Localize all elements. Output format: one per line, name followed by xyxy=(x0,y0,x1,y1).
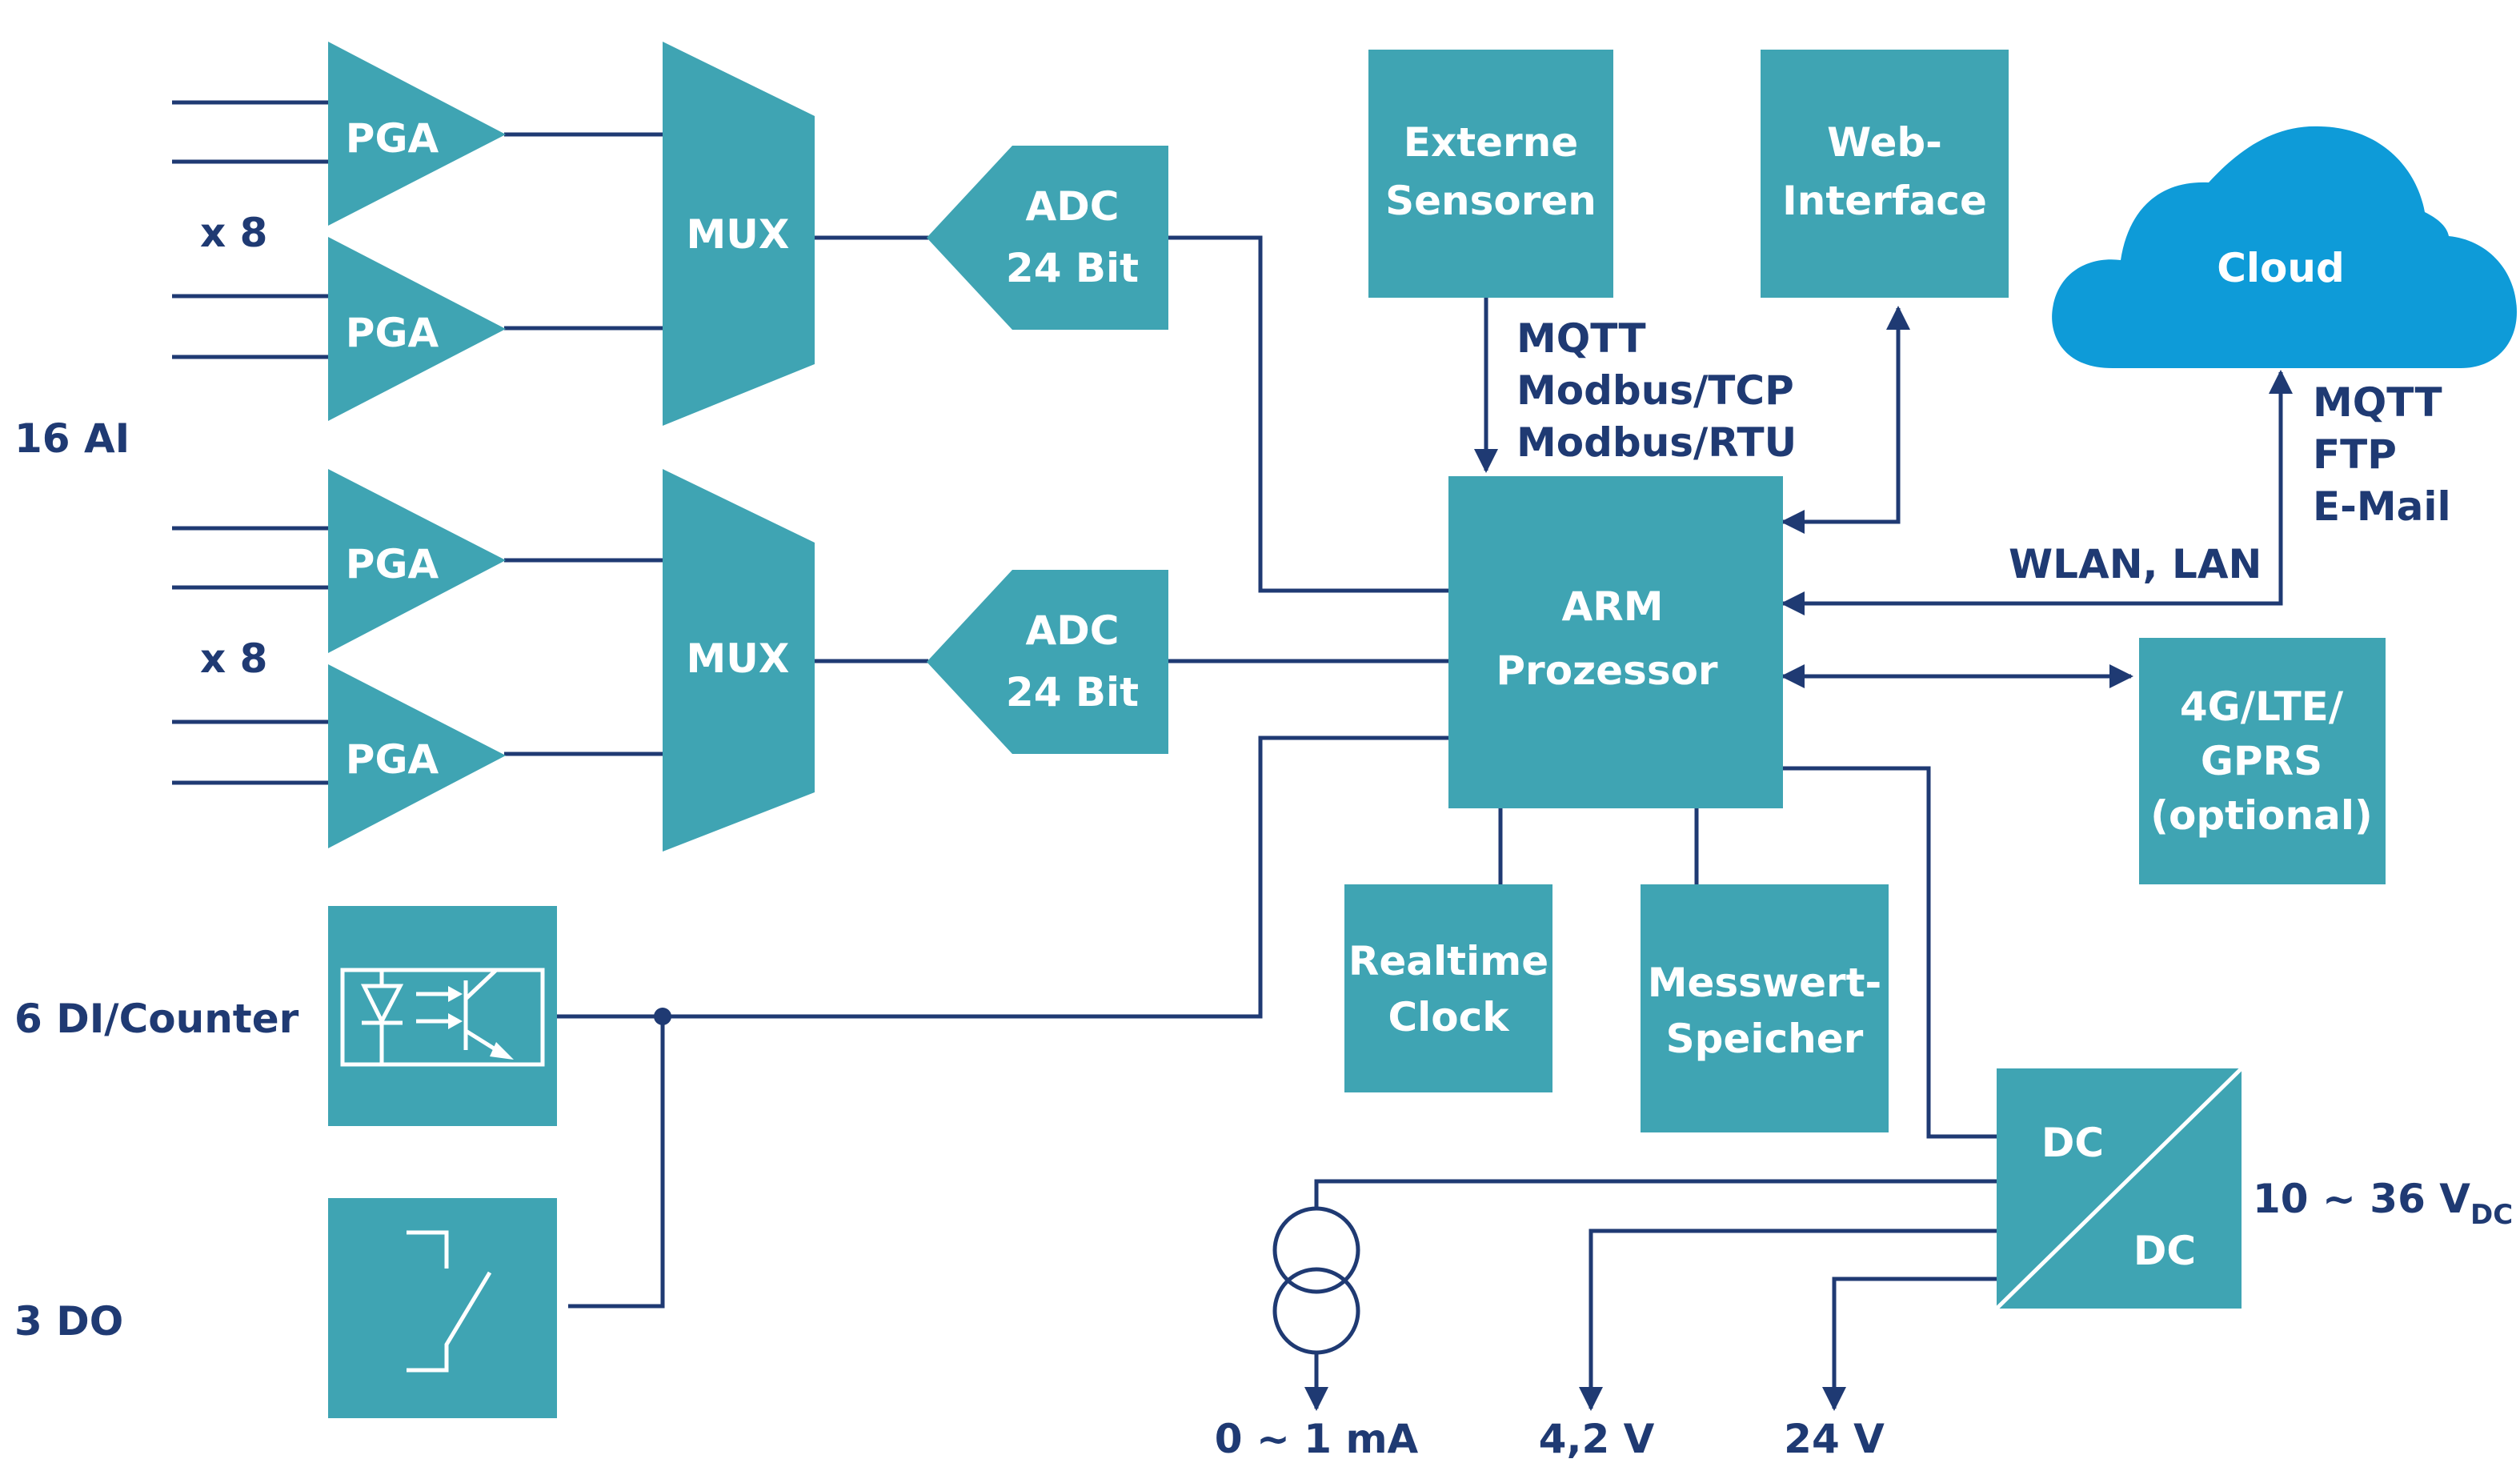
mux-block-1: MUX xyxy=(663,42,815,426)
pga-label: PGA xyxy=(346,310,439,356)
lte-label-line3: (optional) xyxy=(2150,792,2373,839)
dcdc-42v-arrow xyxy=(1579,1229,1997,1411)
di-arm-wire xyxy=(556,736,1448,1019)
supply-voltage-subscript: DC xyxy=(2470,1199,2513,1231)
do-bus-wire xyxy=(568,1016,665,1309)
lte-label-line2: GPRS xyxy=(2201,738,2322,784)
sensors-protocol-1: MQTT xyxy=(1516,315,1646,362)
mem-label-line1: Messwert- xyxy=(1648,960,1882,1006)
arm-dcdc-wire xyxy=(1783,766,1997,1139)
arm-processor-block: ARM Prozessor xyxy=(1448,476,1783,808)
cloud-icon xyxy=(2052,126,2517,368)
adc-block-1: ADC 24 Bit xyxy=(927,146,1168,330)
current-output-label: 0 ~ 1 mA xyxy=(1215,1416,1419,1462)
dcdc-in-label: DC xyxy=(2041,1120,2104,1166)
voltage-42-label: 4,2 V xyxy=(1539,1416,1655,1462)
sensors-label-line1: Externe xyxy=(1404,119,1578,166)
dcdc-converter-block: DC DC xyxy=(1995,1067,2243,1310)
pga-mux-wires xyxy=(504,132,664,756)
adc-label: ADC xyxy=(1026,607,1120,654)
realtime-clock-block: Realtime Clock xyxy=(1344,884,1552,1092)
pga-label: PGA xyxy=(346,736,439,783)
pga-block-1: PGA xyxy=(328,42,506,226)
adc-bits-label: 24 Bit xyxy=(1006,669,1139,715)
adc-label: ADC xyxy=(1026,183,1120,230)
multiplier-label-2: x 8 xyxy=(200,635,267,682)
lte-module-block: 4G/LTE/ GPRS (optional) xyxy=(2139,638,2386,884)
web-label-line1: Web- xyxy=(1827,119,1942,166)
analog-input-wires xyxy=(172,100,328,785)
mux-label: MUX xyxy=(687,635,790,682)
mux-label: MUX xyxy=(687,211,790,258)
web-label-line2: Interface xyxy=(1782,178,1987,224)
pga-block-4: PGA xyxy=(328,664,506,848)
arm-cloud-arrow xyxy=(1781,370,2293,615)
lte-label-line1: 4G/LTE/ xyxy=(2180,683,2344,730)
cloud-block: Cloud xyxy=(2052,126,2517,368)
sensors-protocol-3: Modbus/RTU xyxy=(1516,419,1797,466)
web-interface-block: Web- Interface xyxy=(1761,50,2009,298)
sensors-protocol-2: Modbus/TCP xyxy=(1516,367,1794,414)
pga-block-3: PGA xyxy=(328,469,506,653)
adc-bits-label: 24 Bit xyxy=(1006,245,1139,291)
adc-block-2: ADC 24 Bit xyxy=(927,570,1168,754)
adc1-arm-wire xyxy=(1168,235,1448,593)
rtc-label-line1: Realtime xyxy=(1348,938,1548,984)
arm-label-line1: ARM xyxy=(1562,583,1664,630)
arm-label-line2: Prozessor xyxy=(1496,647,1718,694)
cloud-label: Cloud xyxy=(2217,245,2345,291)
pga-label: PGA xyxy=(346,541,439,587)
multiplier-label-1: x 8 xyxy=(200,210,267,256)
switch-icon xyxy=(407,1230,492,1373)
mux-block-2: MUX xyxy=(663,469,815,852)
digital-outputs-label: 3 DO xyxy=(14,1298,123,1345)
sensors-label-line2: Sensoren xyxy=(1385,178,1597,224)
current-source-icon xyxy=(1272,1206,1360,1355)
optocoupler-icon xyxy=(340,968,545,1067)
arm-web-arrow xyxy=(1781,306,1910,534)
cloud-protocol-2: FTP xyxy=(2313,431,2397,478)
do-block xyxy=(328,1198,557,1418)
voltage-24-label: 24 V xyxy=(1784,1416,1885,1462)
di-block xyxy=(328,906,557,1126)
analog-inputs-label: 16 AI xyxy=(14,415,130,462)
pga-block-2: PGA xyxy=(328,237,506,421)
measurement-memory-block: Messwert- Speicher xyxy=(1641,884,1889,1132)
dcdc-24v-arrow xyxy=(1822,1277,1997,1411)
mem-label-line2: Speicher xyxy=(1666,1016,1864,1062)
dcdc-out-label: DC xyxy=(2133,1228,2196,1274)
supply-voltage-label: 10 ~ 36 VDC xyxy=(2253,1176,2513,1231)
external-sensors-block: Externe Sensoren xyxy=(1368,50,1613,298)
junction-dot xyxy=(654,1008,671,1025)
rtc-label-line2: Clock xyxy=(1388,994,1510,1040)
cloud-protocol-3: E-Mail xyxy=(2313,483,2451,530)
network-label: WLAN, LAN xyxy=(2009,541,2262,587)
digital-inputs-label: 6 DI/Counter xyxy=(14,996,299,1042)
dcdc-current-wire xyxy=(1314,1179,1997,1208)
cloud-protocol-1: MQTT xyxy=(2313,379,2442,426)
pga-label: PGA xyxy=(346,115,439,162)
supply-voltage-text: 10 ~ 36 V xyxy=(2253,1176,2470,1222)
